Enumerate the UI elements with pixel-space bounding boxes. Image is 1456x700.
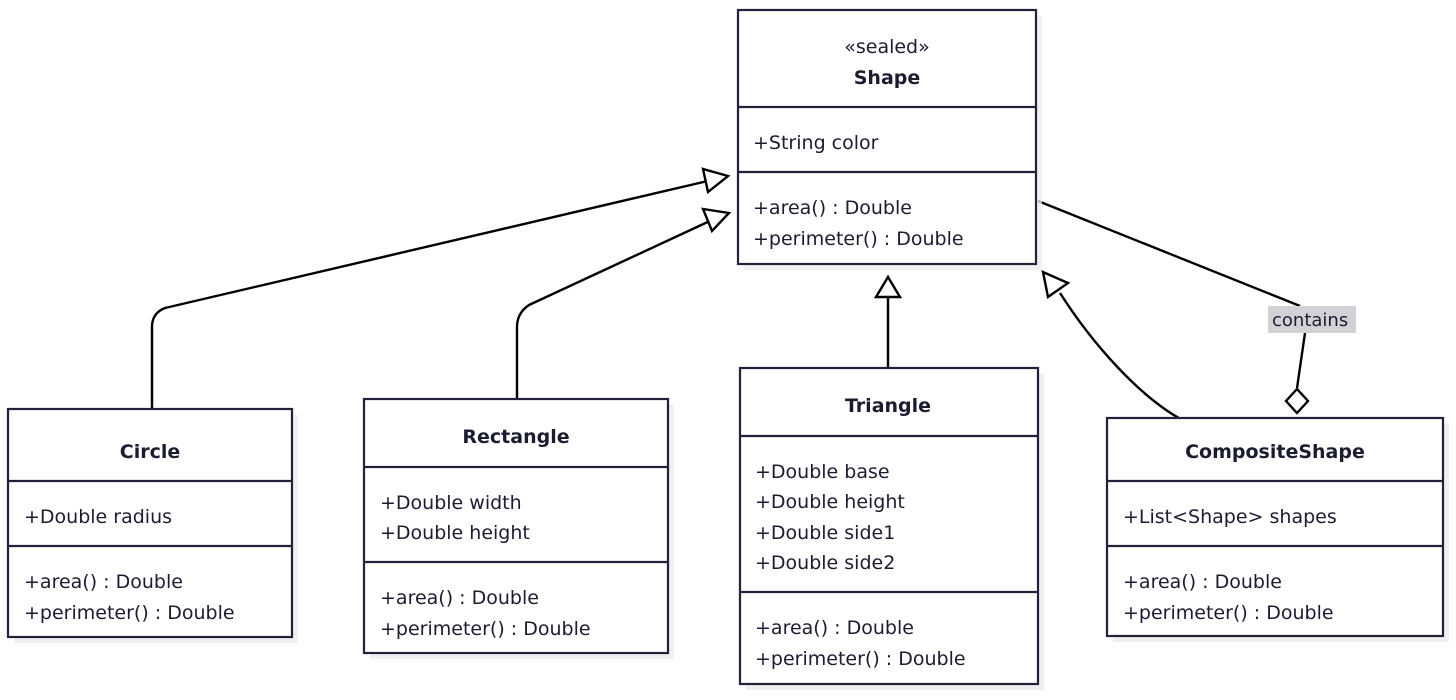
class-method-rectangle-0: +area() : Double <box>380 587 539 609</box>
class-method-circle-1: +perimeter() : Double <box>24 602 235 624</box>
class-attribute-triangle-0: +Double base <box>755 461 890 483</box>
class-name-shape: Shape <box>854 67 921 89</box>
class-box-rectangle-frame <box>362 397 670 655</box>
class-method-compositeshape-1: +perimeter() : Double <box>1123 602 1334 624</box>
relation-shape-contains-compositeshape[interactable]: contains <box>1037 199 1356 415</box>
relation-shape-contains-line-upper <box>1037 199 1301 308</box>
relation-compositeshape-shape-line <box>1058 292 1191 426</box>
class-attribute-triangle-2: +Double side1 <box>755 522 895 544</box>
class-method-circle-0: +area() : Double <box>24 571 183 593</box>
class-attribute-shape-0: +String color <box>753 132 879 154</box>
class-method-rectangle-1: +perimeter() : Double <box>380 618 591 640</box>
class-attribute-compositeshape-0: +List<Shape> shapes <box>1123 506 1337 528</box>
class-attribute-triangle-3: +Double side2 <box>755 552 895 574</box>
class-box-compositeshape-frame <box>1105 416 1445 638</box>
class-attribute-rectangle-1: +Double height <box>380 522 530 544</box>
aggregation-diamond-icon <box>1284 387 1310 415</box>
class-box-rectangle[interactable]: Rectangle +Double width +Double height +… <box>362 397 674 659</box>
class-method-triangle-1: +perimeter() : Double <box>755 648 966 670</box>
generalization-arrowhead-icon <box>701 207 732 234</box>
class-box-circle[interactable]: Circle +Double radius +area() : Double +… <box>6 407 298 643</box>
relation-shape-contains-line-lower <box>1295 332 1307 389</box>
class-method-compositeshape-0: +area() : Double <box>1123 571 1282 593</box>
class-attribute-circle-0: +Double radius <box>24 506 172 528</box>
generalization-arrowhead-icon <box>701 167 731 195</box>
class-name-rectangle: Rectangle <box>462 426 569 448</box>
class-box-triangle[interactable]: Triangle +Double base +Double height +Do… <box>738 366 1044 690</box>
class-method-shape-0: +area() : Double <box>753 197 912 219</box>
relation-label-contains: contains <box>1272 310 1348 331</box>
class-box-compositeshape[interactable]: CompositeShape +List<Shape> shapes +area… <box>1105 416 1449 642</box>
relation-rectangle-shape[interactable] <box>515 207 732 399</box>
relation-compositeshape-shape[interactable] <box>1041 269 1191 426</box>
class-attribute-rectangle-0: +Double width <box>380 492 522 514</box>
relation-label-highlight <box>1268 306 1356 333</box>
class-name-compositeshape: CompositeShape <box>1185 441 1365 463</box>
relation-circle-shape-line <box>150 178 713 409</box>
class-name-circle: Circle <box>120 441 181 463</box>
class-method-shape-1: +perimeter() : Double <box>753 228 964 250</box>
class-box-triangle-frame <box>738 366 1040 686</box>
class-attribute-triangle-1: +Double height <box>755 491 905 513</box>
relation-rectangle-shape-line <box>515 218 713 399</box>
relation-circle-shape[interactable] <box>150 167 731 409</box>
class-method-triangle-0: +area() : Double <box>755 617 914 639</box>
class-stereotype-shape: «sealed» <box>844 36 930 58</box>
generalization-arrowhead-icon <box>1041 269 1071 300</box>
relation-triangle-shape[interactable] <box>873 274 903 368</box>
class-box-shape-frame <box>736 8 1038 266</box>
class-box-circle-frame <box>6 407 294 639</box>
class-box-shape[interactable]: «sealed» Shape +String color +area() : D… <box>736 8 1042 270</box>
class-name-triangle: Triangle <box>845 395 931 417</box>
generalization-arrowhead-icon <box>873 274 903 299</box>
